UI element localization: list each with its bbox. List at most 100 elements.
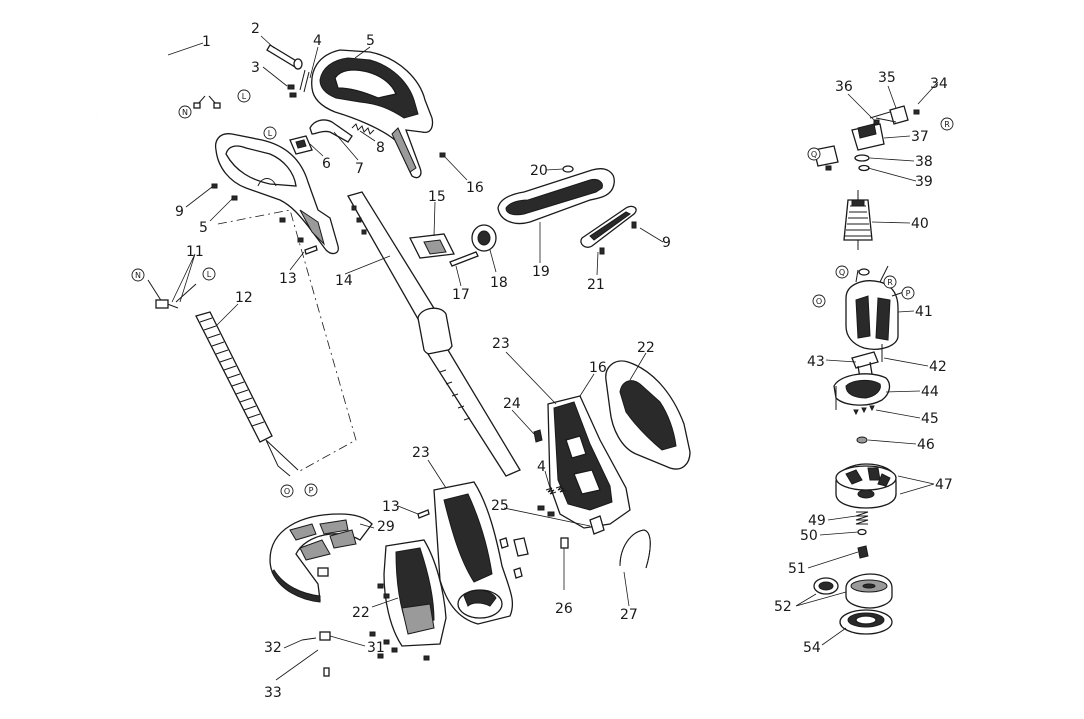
part-lower-guard-half	[383, 539, 447, 647]
part-handle-half-right	[311, 49, 434, 179]
assembly-guide-line	[217, 209, 357, 473]
part-screws-45	[853, 405, 875, 416]
part-stator	[845, 265, 905, 350]
tag-l-switch: L	[263, 126, 277, 140]
callout-29: 29	[377, 519, 395, 535]
part-spring-49	[855, 511, 869, 525]
callout-26: 26	[555, 601, 573, 617]
callout-51: 51	[788, 561, 806, 577]
callout-13-lower: 13	[382, 499, 400, 515]
callout-20: 20	[530, 163, 548, 179]
part-shaft-tube	[347, 191, 521, 477]
callout-22-lower: 22	[352, 605, 370, 621]
svg-text:L: L	[242, 92, 247, 101]
callout-49: 49	[808, 513, 826, 529]
part-guard-screws	[369, 583, 430, 661]
callout-5-lower: 5	[199, 220, 208, 236]
callout-43: 43	[807, 354, 825, 370]
callout-2: 2	[251, 21, 260, 37]
part-knob	[471, 224, 497, 252]
tag-p-cable: P	[304, 483, 318, 497]
part-washer-50	[857, 528, 867, 536]
callout-15: 15	[428, 189, 446, 205]
callout-8: 8	[376, 140, 385, 156]
tag-l-cord: L	[237, 89, 251, 103]
part-safety-guard	[269, 513, 373, 603]
part-spool-cover	[839, 609, 893, 635]
svg-text:N: N	[182, 108, 188, 117]
callout-4-lower: 4	[537, 459, 546, 475]
callout-14: 14	[335, 273, 353, 289]
part-handle-half-left	[214, 133, 339, 255]
callout-11: 11	[186, 244, 204, 260]
tag-n-cord: N	[178, 105, 192, 119]
callout-23-lower: 23	[412, 445, 430, 461]
callout-35: 35	[878, 70, 896, 86]
callout-25: 25	[491, 498, 509, 514]
leader-lines	[167, 35, 939, 681]
tag-q-brush: Q	[807, 147, 821, 161]
callout-33: 33	[264, 685, 282, 701]
callout-36: 36	[835, 79, 853, 95]
callout-44: 44	[921, 384, 939, 400]
part-spool-carrier	[835, 463, 897, 509]
callout-47: 47	[935, 477, 953, 493]
part-springs-4-lower	[545, 485, 567, 495]
callout-3: 3	[251, 60, 260, 76]
callout-21: 21	[587, 277, 605, 293]
callout-6: 6	[322, 156, 331, 172]
callout-9-right: 9	[662, 235, 671, 251]
callout-39: 39	[915, 174, 933, 190]
callout-17: 17	[452, 287, 470, 303]
part-clips-25	[513, 505, 605, 557]
callout-38: 38	[915, 154, 933, 170]
part-line-blade	[301, 631, 331, 677]
callout-9: 9	[175, 204, 184, 220]
callout-19: 19	[532, 264, 550, 280]
callout-16: 16	[466, 180, 484, 196]
svg-text:O: O	[284, 487, 290, 496]
callout-42: 42	[929, 359, 947, 375]
tag-l-wire: L	[202, 267, 216, 281]
part-wires-11	[147, 279, 197, 309]
callout-23: 23	[492, 336, 510, 352]
part-bolt-17	[449, 251, 479, 267]
part-trigger	[309, 119, 353, 143]
part-spring	[351, 123, 375, 135]
callout-31: 31	[367, 640, 385, 656]
tag-q-stator: Q	[835, 265, 849, 279]
callout-46: 46	[917, 437, 935, 453]
callout-4: 4	[313, 33, 322, 49]
callout-27: 27	[620, 607, 638, 623]
callout-52: 52	[774, 599, 792, 615]
part-motor-housing-half	[547, 395, 631, 529]
connector-tags: N L L N L O P R Q Q R P O	[131, 89, 954, 498]
part-power-cord	[96, 52, 221, 119]
tag-p-stator: P	[901, 286, 915, 300]
part-cable-strain-relief	[195, 311, 299, 477]
part-screw-13	[304, 245, 318, 255]
svg-text:P: P	[906, 289, 911, 298]
part-wire-guard	[619, 529, 651, 569]
svg-text:R: R	[944, 120, 950, 129]
callout-40: 40	[911, 216, 929, 232]
callout-22: 22	[637, 340, 655, 356]
part-switch	[289, 135, 313, 155]
part-pin-26	[560, 537, 569, 590]
svg-text:L: L	[207, 270, 212, 279]
tag-o-stator: O	[812, 294, 826, 308]
part-handle-bracket	[580, 205, 637, 255]
part-screw-13-lower	[417, 509, 430, 519]
callout-16-lower: 16	[589, 360, 607, 376]
tag-n-wire: N	[131, 268, 145, 282]
callout-1: 1	[202, 34, 211, 50]
part-washer-46	[856, 436, 868, 444]
part-eyelet-51	[857, 545, 869, 559]
part-spool-line	[813, 573, 893, 609]
svg-text:R: R	[887, 278, 893, 287]
part-nut-20	[562, 165, 574, 173]
callout-45: 45	[921, 411, 939, 427]
callout-54: 54	[803, 640, 821, 656]
svg-text:P: P	[309, 486, 314, 495]
